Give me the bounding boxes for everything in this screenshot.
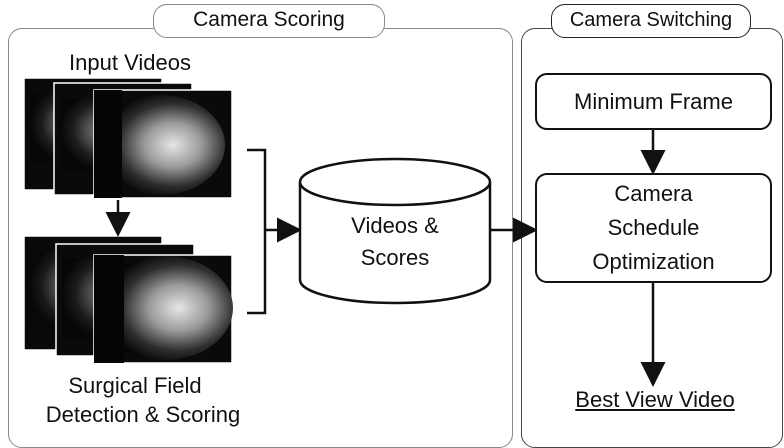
optimization-line2: Schedule (607, 215, 700, 240)
database-label: Videos & Scores (300, 210, 490, 274)
bracket (247, 148, 267, 315)
optimization-line1: Camera (614, 181, 693, 206)
diagram-graphics (23, 77, 666, 387)
camera-schedule-optimization-box: Camera Schedule Optimization (535, 173, 772, 283)
input-video-frames (23, 77, 233, 199)
scored-video-frames (23, 235, 233, 364)
camera-switching-title: Camera Switching (551, 4, 751, 38)
database-label-line2: Scores (360, 245, 430, 270)
detection-scoring-label: Detection & Scoring (45, 402, 241, 427)
minimum-frame-box: Minimum Frame (535, 73, 772, 130)
optimization-line3: Optimization (592, 249, 715, 274)
database-label-line1: Videos & (351, 213, 439, 238)
database-cylinder (298, 157, 492, 305)
camera-scoring-title: Camera Scoring (153, 4, 385, 38)
best-view-video-label: Best View Video (575, 387, 735, 412)
surgical-field-label: Surgical Field (68, 373, 202, 398)
input-videos-label: Input Videos (69, 50, 191, 75)
